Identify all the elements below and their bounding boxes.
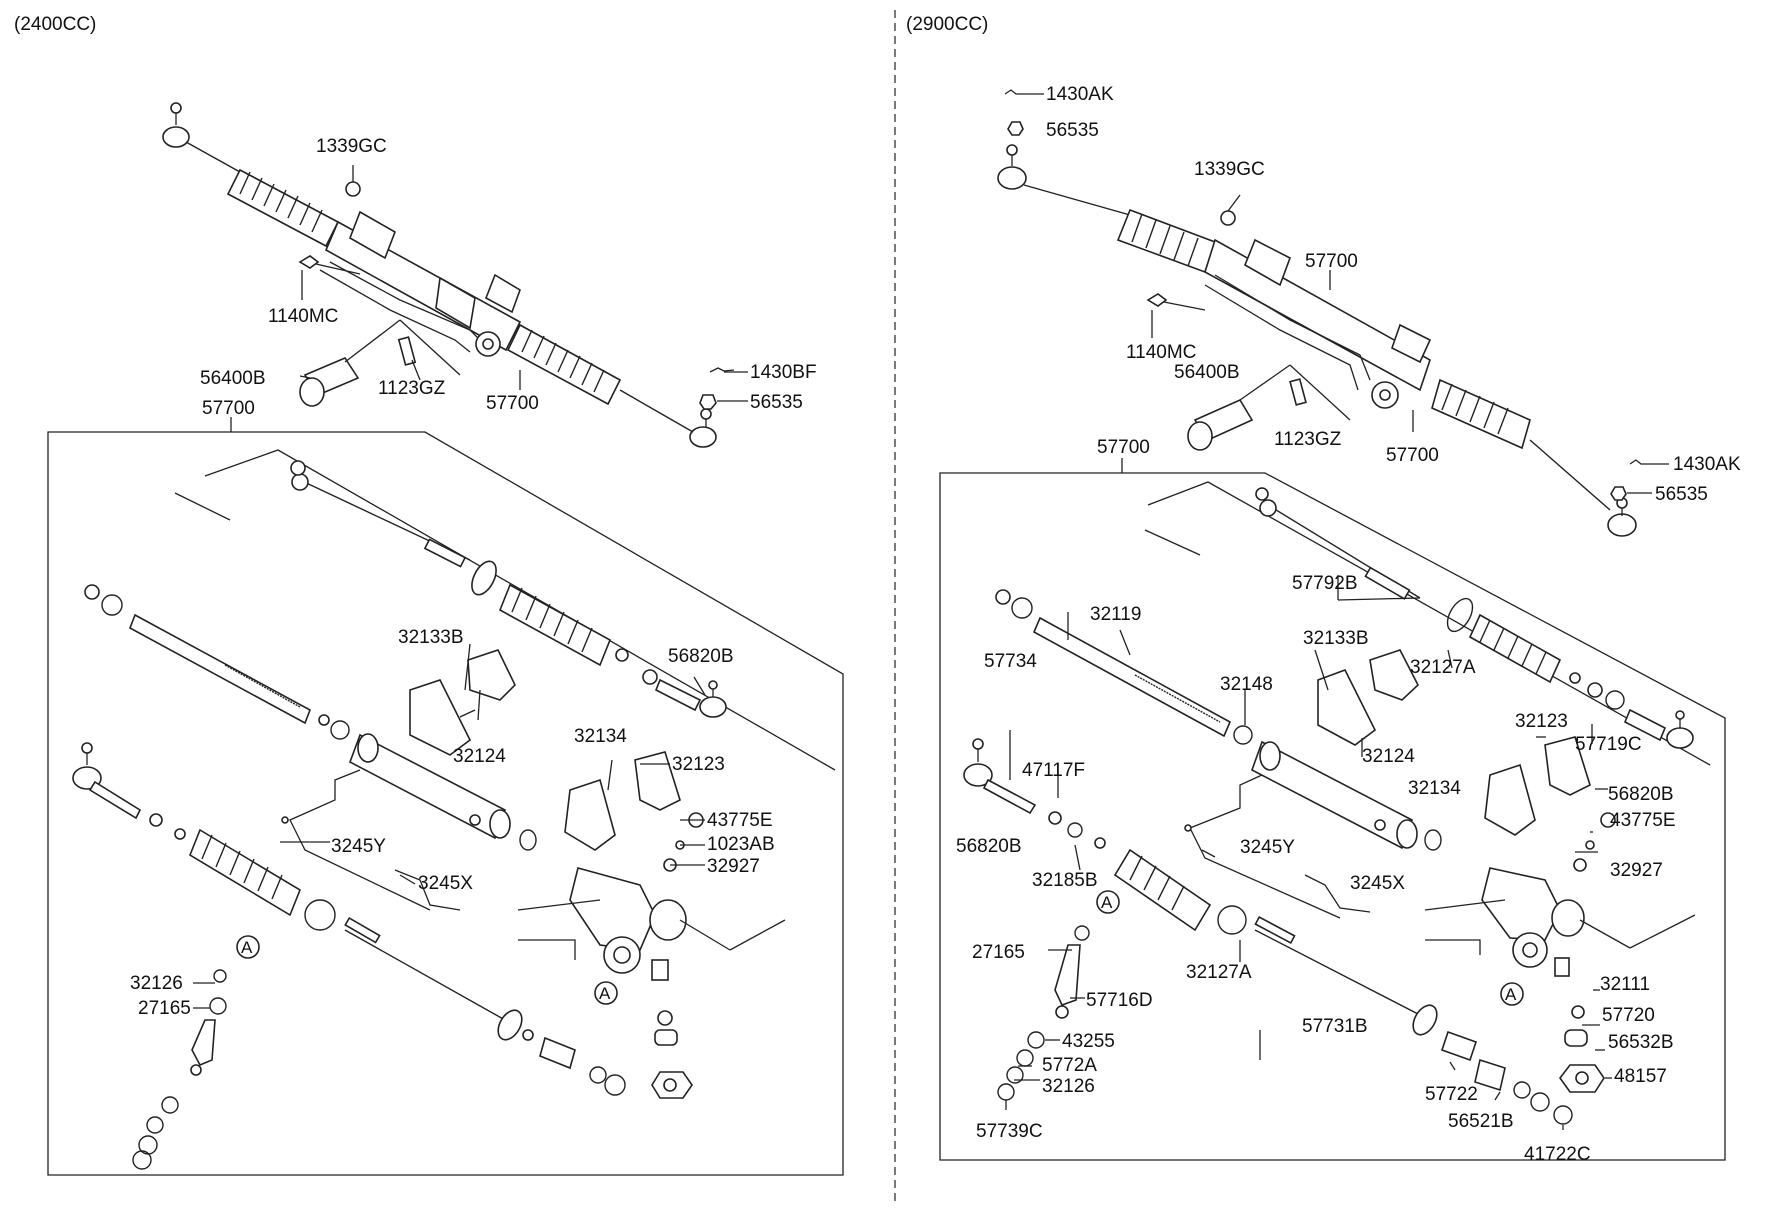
label-57700-l2: 57700 <box>202 398 255 419</box>
label-43775e-r: 43775E <box>1610 810 1676 831</box>
label-1430ak-r2: 1430AK <box>1673 454 1741 475</box>
label-57719c: 57719C <box>1575 734 1642 755</box>
label-57720: 57720 <box>1602 1005 1655 1026</box>
left-callouts <box>298 165 748 410</box>
label-32123-r: 32123 <box>1515 711 1568 732</box>
label-3245x-l: 3245X <box>418 873 473 894</box>
label-56532b: 56532B <box>1608 1032 1674 1053</box>
label-32119: 32119 <box>1090 604 1141 625</box>
label-1430bf: 1430BF <box>750 362 817 383</box>
marker-a-r1: A <box>1101 893 1113 912</box>
label-43255: 43255 <box>1062 1031 1115 1052</box>
label-32927-r: 32927 <box>1610 860 1663 881</box>
label-32927-l: 32927 <box>707 856 760 877</box>
label-3245x-r: 3245X <box>1350 873 1405 894</box>
label-32124-r: 32124 <box>1362 746 1415 767</box>
label-1023ab: 1023AB <box>707 834 775 855</box>
label-5772a: 5772A <box>1042 1055 1097 1076</box>
label-32126-l: 32126 <box>130 973 183 994</box>
section-title-2900cc: (2900CC) <box>906 14 988 35</box>
label-57734: 57734 <box>984 651 1037 672</box>
label-32133b-l: 32133B <box>398 627 464 648</box>
label-57722: 57722 <box>1425 1084 1478 1105</box>
label-56820b-l: 56820B <box>668 646 734 667</box>
right-callouts <box>1146 194 1414 451</box>
label-1430ak-r1: 1430AK <box>1046 84 1114 105</box>
label-56400b-l: 56400B <box>200 368 266 389</box>
left-labels: 1339GC 1140MC 56400B 1123GZ 57700 1430BF… <box>130 136 817 1019</box>
label-1140mc-l: 1140MC <box>268 306 338 327</box>
exploded-view-left <box>47 417 844 1176</box>
label-32111: 32111 <box>1600 974 1650 995</box>
label-56535-r1: 56535 <box>1046 120 1099 141</box>
label-1339gc-r: 1339GC <box>1194 159 1265 180</box>
label-57716d: 57716D <box>1086 990 1153 1011</box>
label-56535-r2: 56535 <box>1655 484 1708 505</box>
marker-a-l1: A <box>241 938 253 957</box>
exploded-view-right <box>939 458 1726 1161</box>
label-48157: 48157 <box>1614 1066 1667 1087</box>
label-32124-l: 32124 <box>453 746 506 767</box>
label-57731b: 57731B <box>1302 1016 1368 1037</box>
label-57792b: 57792B <box>1292 573 1358 594</box>
label-56820b-r2: 56820B <box>956 836 1022 857</box>
label-32127a-r2: 32127A <box>1186 962 1252 983</box>
label-57700-r2: 57700 <box>1386 445 1439 466</box>
label-47117f: 47117F <box>1022 760 1085 781</box>
section-title-2400cc: (2400CC) <box>14 14 96 35</box>
label-27165-l: 27165 <box>138 998 191 1019</box>
label-32133b-r: 32133B <box>1303 628 1369 649</box>
label-32123-l: 32123 <box>672 754 725 775</box>
label-57700-l1: 57700 <box>486 393 539 414</box>
label-32185b: 32185B <box>1032 870 1098 891</box>
right-labels: 1430AK 56535 1339GC 57700 1140MC 56400B … <box>956 84 1741 1165</box>
label-43775e-l: 43775E <box>707 810 773 831</box>
label-32134-l: 32134 <box>574 726 627 747</box>
label-3245y-l: 3245Y <box>331 836 386 857</box>
label-1123gz-l: 1123GZ <box>378 378 446 399</box>
label-1123gz-r: 1123GZ <box>1274 429 1342 450</box>
label-41722c: 41722C <box>1524 1144 1591 1165</box>
label-27165-r: 27165 <box>972 942 1025 963</box>
label-1140mc-r: 1140MC <box>1126 342 1196 363</box>
marker-a-l2: A <box>599 984 611 1003</box>
marker-a-r2: A <box>1505 985 1517 1004</box>
label-32148: 32148 <box>1220 674 1273 695</box>
label-57739c: 57739C <box>976 1121 1043 1142</box>
label-57700-r1: 57700 <box>1305 251 1358 272</box>
label-1339gc-l: 1339GC <box>316 136 387 157</box>
label-56521b: 56521B <box>1448 1111 1514 1132</box>
label-56535-l: 56535 <box>750 392 803 413</box>
label-57700-r3: 57700 <box>1097 437 1150 458</box>
rack-assembly-left <box>162 102 717 448</box>
label-56820b-r1: 56820B <box>1608 784 1674 805</box>
rack-assembly-right <box>997 89 1669 537</box>
label-32134-r: 32134 <box>1408 778 1461 799</box>
label-56400b-r: 56400B <box>1174 362 1240 383</box>
label-3245y-r: 3245Y <box>1240 837 1295 858</box>
label-32127a-r1: 32127A <box>1410 657 1476 678</box>
label-32126-r: 32126 <box>1042 1076 1095 1097</box>
